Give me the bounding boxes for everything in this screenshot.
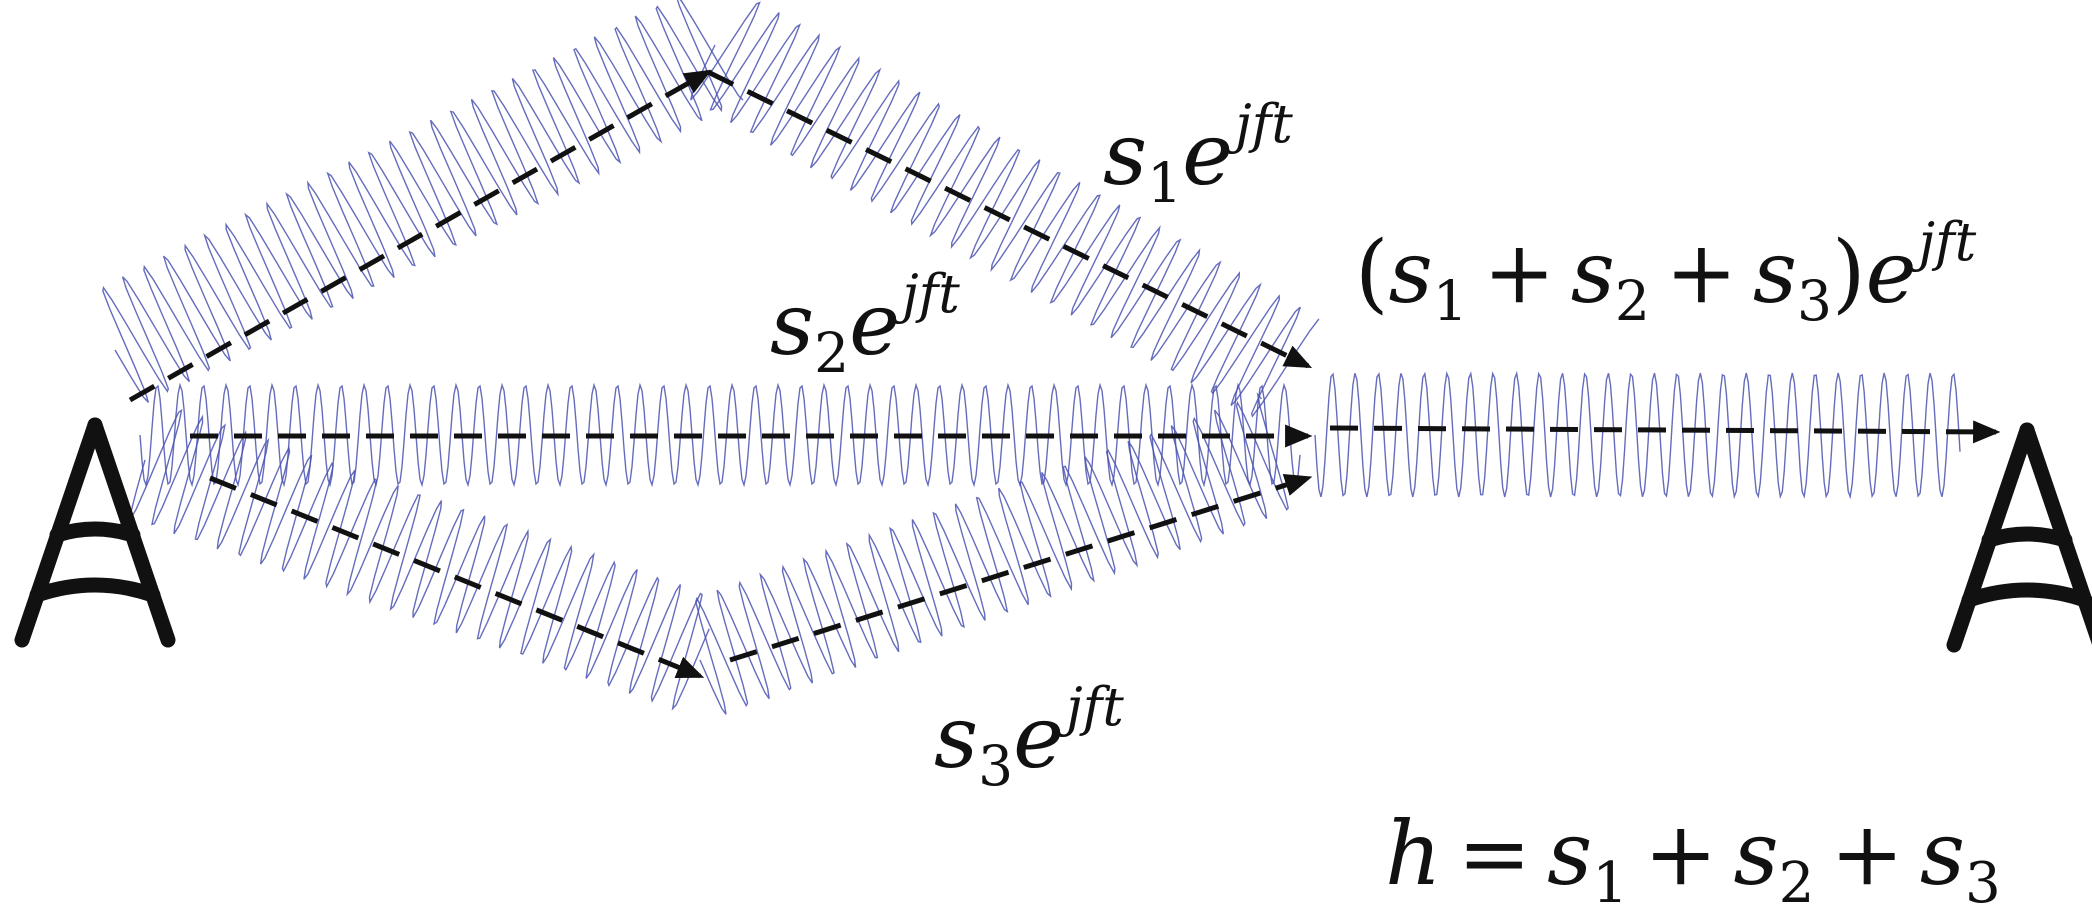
- term-index: 3: [1965, 851, 2001, 916]
- carrier-exponent: jft: [1235, 93, 1293, 155]
- term-index: 1: [1592, 851, 1628, 916]
- transmitter-antenna-icon: [22, 425, 168, 640]
- path1-outbound-arrow: [130, 72, 708, 400]
- gain-index: 3: [978, 734, 1013, 798]
- combined-wave: [1315, 373, 1960, 497]
- term-index: 3: [1797, 269, 1832, 333]
- path3-outbound-wave: [131, 410, 709, 708]
- combined-signal-label: (s1+s2+s3)ejft: [1355, 230, 1976, 316]
- carrier-exponent: jft: [1919, 211, 1977, 273]
- carrier-base: e: [1866, 223, 1917, 323]
- equals-operator: =: [1442, 802, 1547, 905]
- carrier-waves: [103, 0, 1960, 714]
- open-paren: (: [1355, 223, 1389, 323]
- propagation-arrows: [130, 72, 1996, 676]
- path3-inbound-arrow: [730, 478, 1308, 660]
- carrier-exponent: jft: [902, 263, 960, 325]
- carrier-base: e: [1013, 688, 1064, 788]
- term-symbol: s: [1571, 223, 1615, 323]
- gain-symbol: s: [934, 688, 978, 788]
- plus-operator: +: [1814, 802, 1919, 905]
- plus-operator: +: [1628, 802, 1733, 905]
- term-symbol: s: [1920, 802, 1965, 905]
- channel-symbol: h: [1385, 802, 1442, 905]
- term-symbol: s: [1389, 223, 1433, 323]
- channel-equation: h=s1+s2+s3: [1385, 810, 2001, 898]
- path3-signal-label: s3ejft: [934, 695, 1124, 781]
- close-paren: ): [1832, 223, 1866, 323]
- carrier-exponent: jft: [1066, 676, 1124, 738]
- term-symbol: s: [1753, 223, 1797, 323]
- gain-index: 2: [814, 321, 849, 385]
- term-index: 2: [1615, 269, 1650, 333]
- path3-outbound-arrow: [210, 478, 700, 676]
- term-index: 1: [1433, 269, 1468, 333]
- carrier-base: e: [849, 275, 900, 375]
- carrier-base: e: [1182, 105, 1233, 205]
- path1-outbound-wave: [103, 0, 743, 402]
- term-index: 2: [1779, 851, 1815, 916]
- plus-operator: +: [1650, 223, 1753, 323]
- gain-symbol: s: [770, 275, 814, 375]
- path2-signal-label: s2ejft: [770, 282, 960, 368]
- gain-index: 1: [1147, 151, 1182, 215]
- gain-symbol: s: [1103, 105, 1147, 205]
- plus-operator: +: [1468, 223, 1571, 323]
- term-symbol: s: [1733, 802, 1778, 905]
- receiver-antenna-icon: [1954, 430, 2092, 645]
- path1-signal-label: s1ejft: [1103, 112, 1293, 198]
- term-symbol: s: [1547, 802, 1592, 905]
